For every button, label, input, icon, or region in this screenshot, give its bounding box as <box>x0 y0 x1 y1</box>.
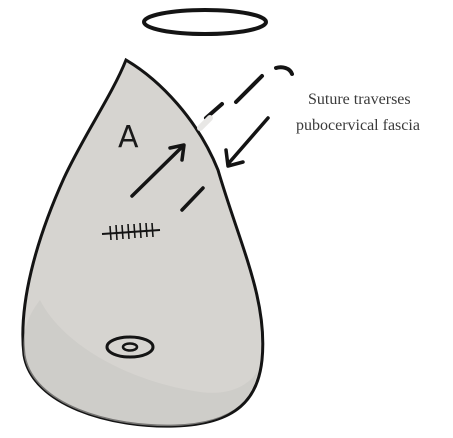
suture-gap-highlight <box>200 118 210 128</box>
anterior-marker-letter: A <box>118 120 139 155</box>
suture-dash-1 <box>236 76 262 102</box>
suture-upper-segment <box>276 67 292 74</box>
top-ring-icon <box>144 10 266 34</box>
caption-line-2: pubocervical fascia <box>296 117 420 134</box>
arrow-down-left-icon <box>228 118 268 164</box>
caption-line-1: Suture traverses <box>308 91 411 108</box>
